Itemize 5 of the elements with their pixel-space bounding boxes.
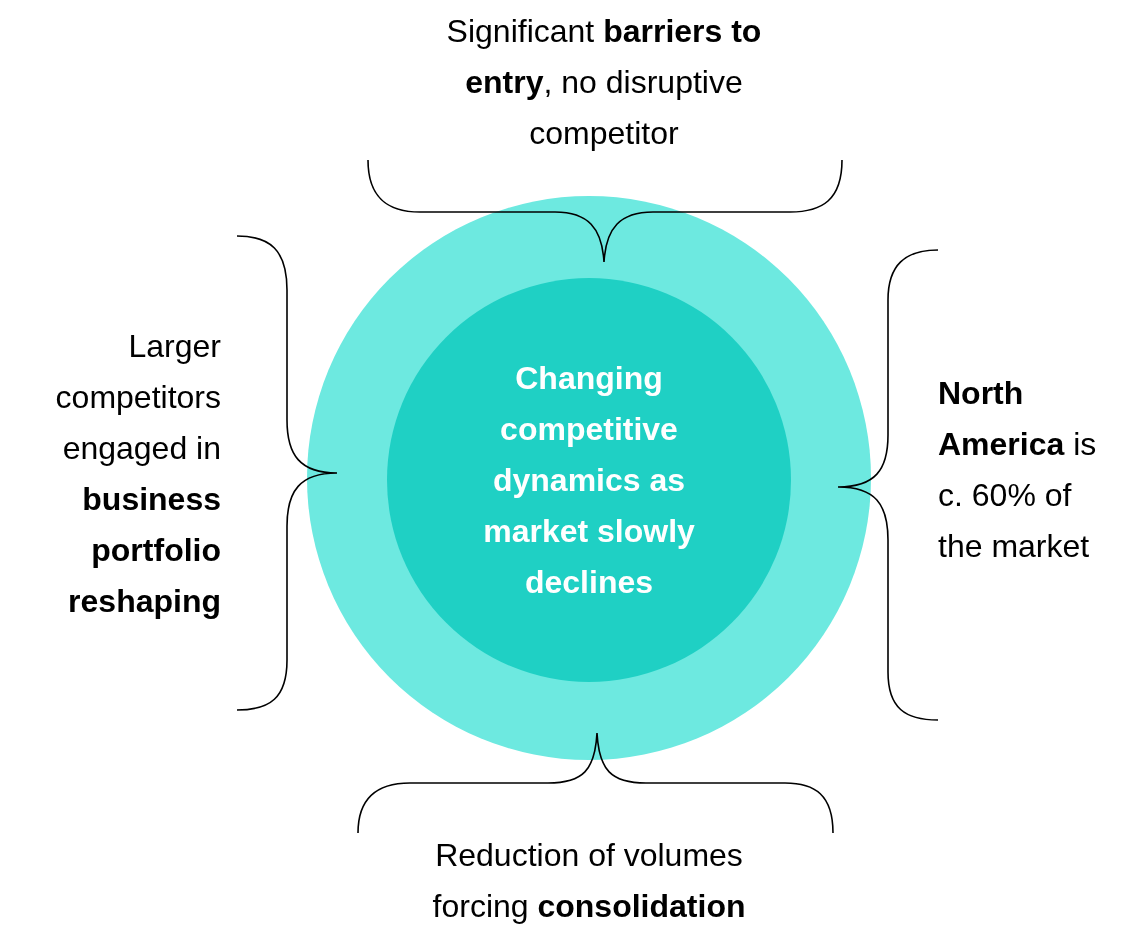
annotation-text: North America is c. 60% of the market [938,374,1098,566]
annotation-text: Significant barriers to entry, no disruptive competitor [445,12,763,153]
annotation-text: Larger competitors engaged in business portfolio reshaping [54,327,221,621]
center-text: Changing competitive dynamics as market slowly declines [482,358,696,602]
annotation-text: Reduction of volumes forcing consolidation [431,836,747,926]
